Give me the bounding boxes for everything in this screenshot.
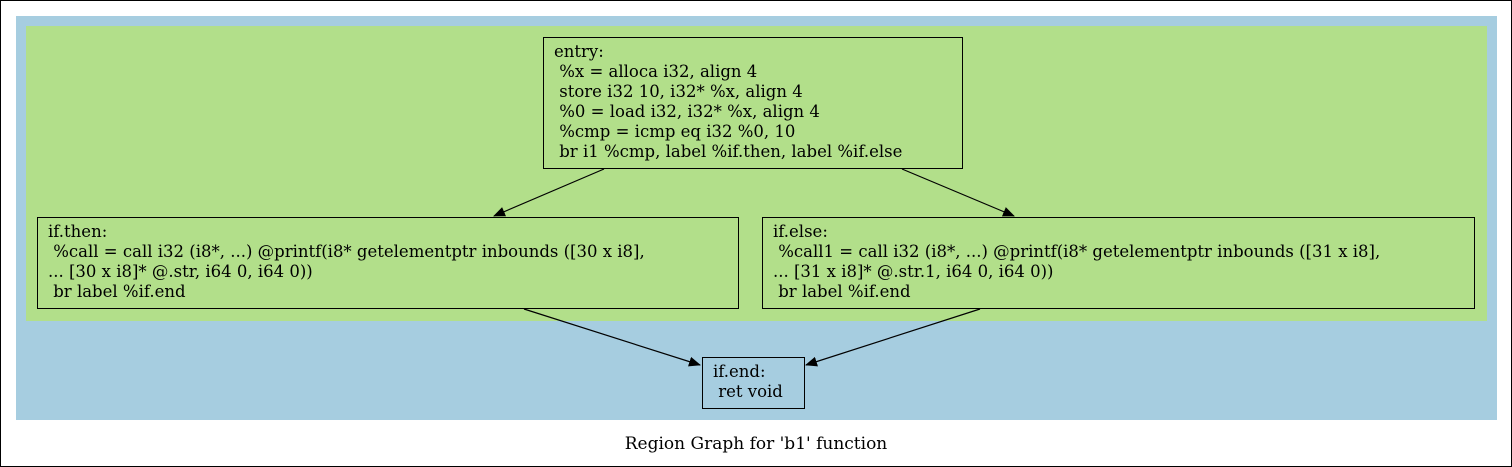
graph-caption: Region Graph for 'b1' function bbox=[624, 434, 888, 454]
node-entry: entry: %x = alloca i32, align 4 store i3… bbox=[543, 37, 963, 169]
node-if-end: if.end: ret void bbox=[702, 357, 805, 409]
node-if-then: if.then: %call = call i32 (i8*, ...) @pr… bbox=[37, 217, 739, 309]
node-if-else: if.else: %call1 = call i32 (i8*, ...) @p… bbox=[762, 217, 1475, 309]
